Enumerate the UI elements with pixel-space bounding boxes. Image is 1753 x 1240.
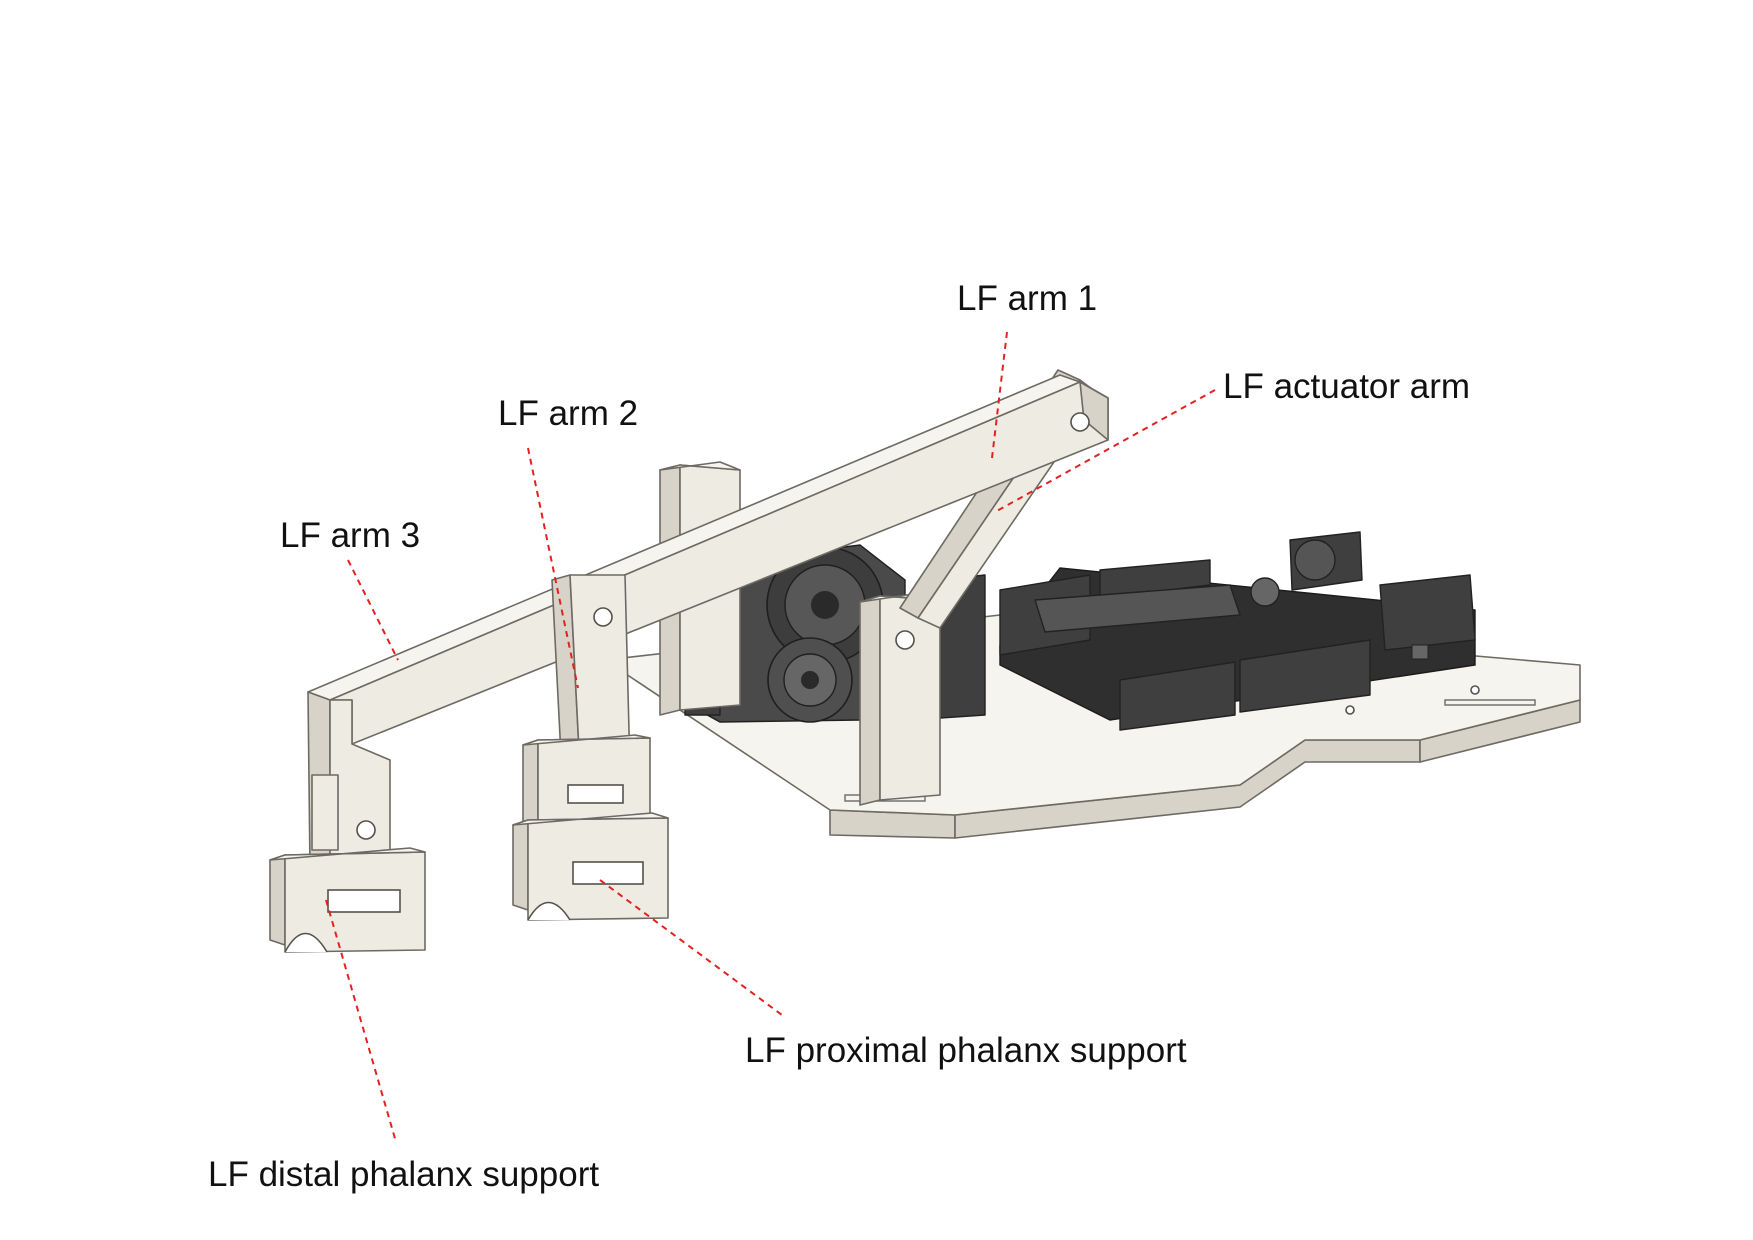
label-actuator-arm: LF actuator arm [1223, 367, 1470, 406]
electronics-board [999, 531, 1476, 731]
arm-2-link [551, 574, 631, 776]
arm-3-link [307, 691, 391, 876]
leader-distal-support [325, 899, 397, 1143]
leader-lines [325, 331, 1216, 1143]
front-upright [859, 592, 941, 806]
leader-proximal-support [599, 879, 783, 1016]
proximal-support [512, 734, 669, 921]
leader-actuator-arm [994, 389, 1216, 513]
label-distal-support: LF distal phalanx support [208, 1155, 599, 1194]
label-arm-2: LF arm 2 [498, 394, 638, 433]
label-proximal-support: LF proximal phalanx support [745, 1031, 1187, 1070]
label-arm-3: LF arm 3 [280, 516, 420, 555]
leader-arm-3 [347, 559, 399, 661]
distal-support [269, 847, 426, 953]
callout-labels: LF arm 1 LF actuator arm LF arm 2 LF arm… [208, 279, 1470, 1194]
label-arm-1: LF arm 1 [957, 279, 1097, 318]
leader-arm-2 [527, 447, 579, 689]
